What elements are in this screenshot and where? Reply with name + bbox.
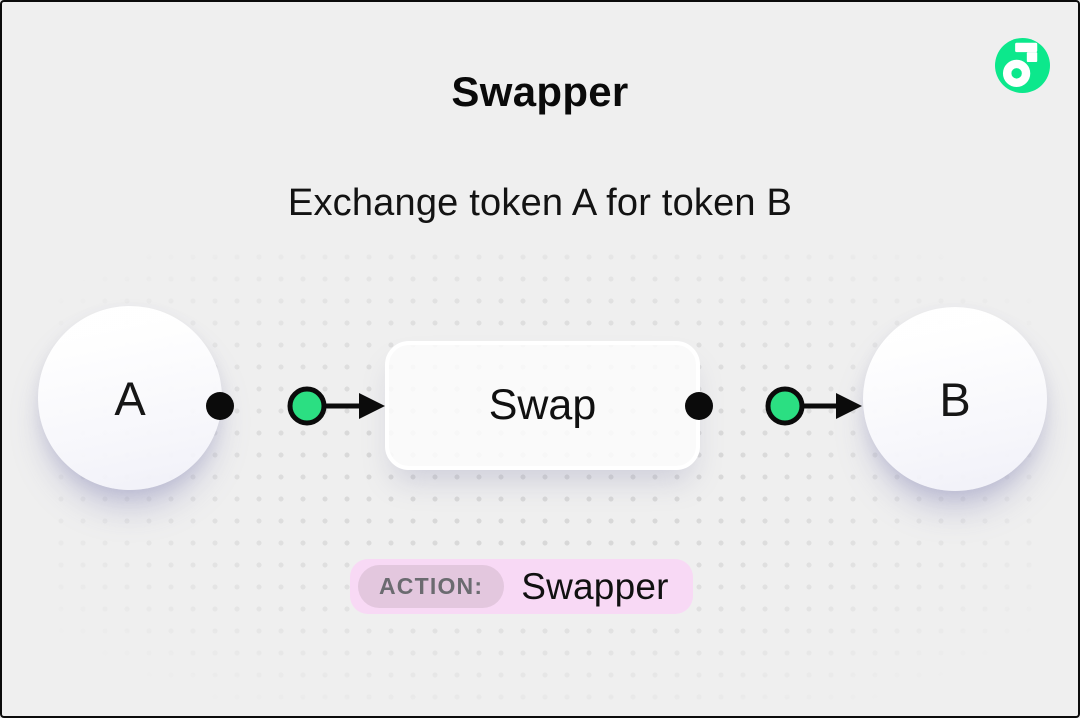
- connector-a-to-swap: [206, 386, 385, 426]
- action-badge-label: ACTION:: [358, 565, 505, 608]
- action-badge: ACTION: Swapper: [350, 559, 693, 614]
- connector-green-dot: [287, 386, 327, 426]
- action-badge-value: Swapper: [521, 565, 669, 607]
- connector-green-dot: [765, 386, 805, 426]
- dot-grid-background: [50, 246, 1038, 716]
- page-subtitle: Exchange token A for token B: [287, 182, 793, 224]
- flow-logo-icon: [995, 38, 1050, 93]
- node-token-b: B: [863, 307, 1047, 491]
- arrow-right-icon: [359, 393, 385, 419]
- node-token-a: A: [38, 306, 222, 490]
- node-swap-label: Swap: [488, 381, 597, 429]
- connector-start-dot: [206, 392, 234, 420]
- arrow-right-icon: [836, 393, 862, 419]
- node-token-a-label: A: [114, 371, 146, 425]
- connector-swap-to-b: [685, 386, 862, 426]
- connector-start-dot: [685, 392, 713, 420]
- node-token-b-label: B: [939, 372, 971, 426]
- page-title: Swapper: [451, 68, 629, 115]
- node-swap: Swap: [385, 341, 700, 470]
